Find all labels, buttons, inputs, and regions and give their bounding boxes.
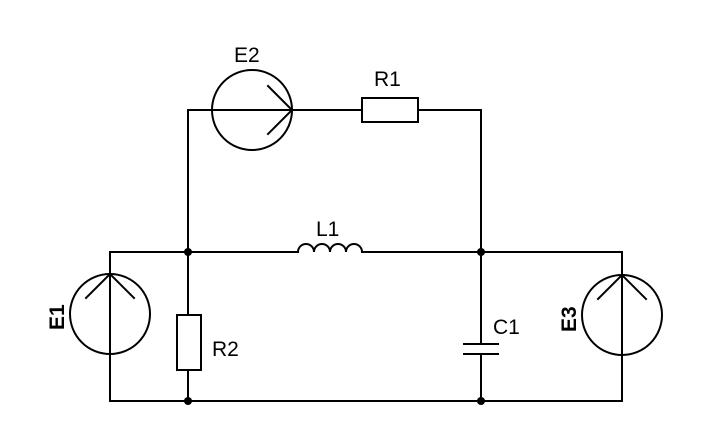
label-r1: R1: [374, 68, 401, 91]
resistor-r1: [361, 97, 419, 123]
voltage-source-e1: [69, 272, 151, 355]
junction-node: [477, 248, 485, 256]
resistor-r2: [176, 314, 202, 371]
label-r2: R2: [212, 338, 239, 361]
label-e2: E2: [234, 44, 260, 67]
label-e1: E1: [46, 304, 69, 330]
junction-nodes: [184, 248, 485, 405]
label-e3: E3: [558, 306, 581, 332]
wires: [109, 109, 623, 402]
inductor-l1: [296, 243, 364, 254]
arrow-up-icon: [596, 273, 648, 356]
junction-node: [477, 397, 485, 405]
arrow-right-icon: [211, 84, 294, 136]
label-l1: L1: [316, 218, 339, 241]
arrow-up-icon: [84, 272, 136, 355]
voltage-source-e3: [581, 273, 663, 356]
capacitor-c1: [463, 343, 499, 355]
voltage-source-e2: [211, 69, 294, 151]
junction-node: [184, 397, 192, 405]
junction-node: [184, 248, 192, 256]
label-c1: C1: [493, 316, 520, 339]
